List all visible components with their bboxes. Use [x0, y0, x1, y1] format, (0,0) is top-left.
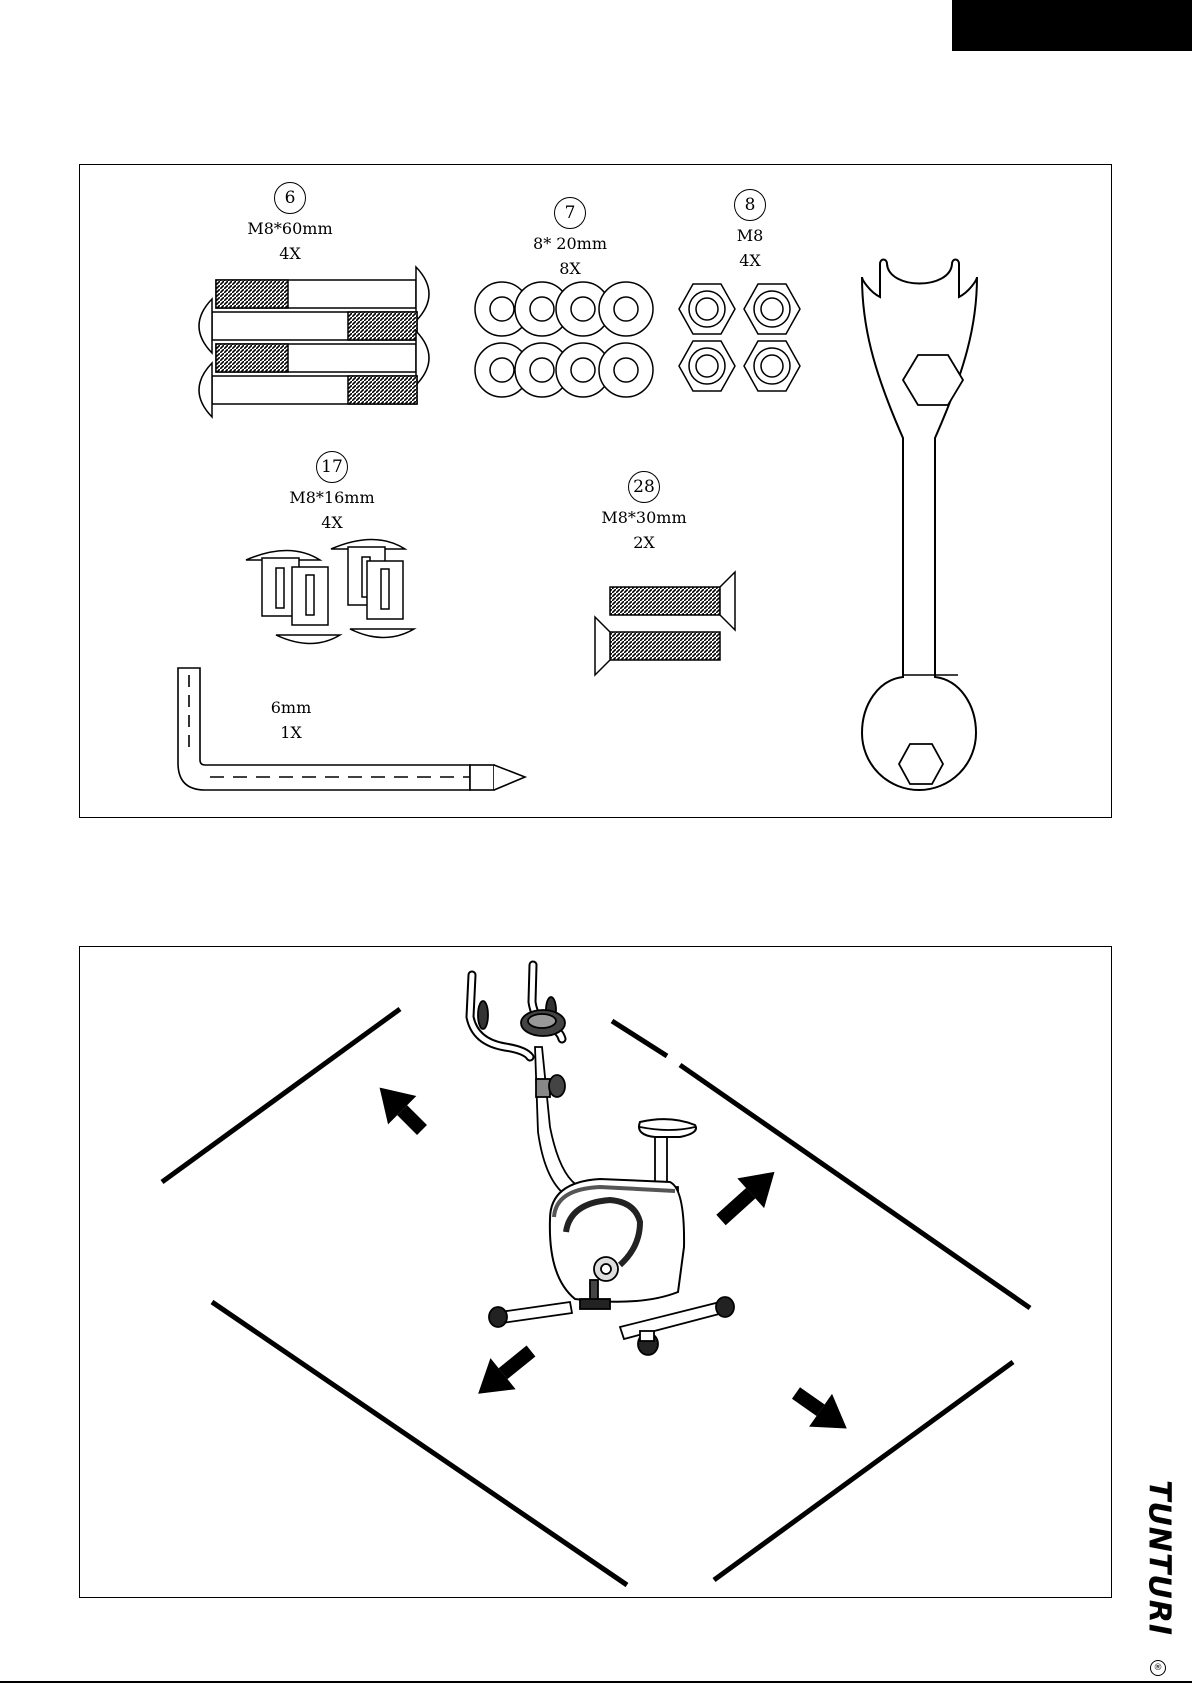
part-6-qty: 4X: [240, 241, 340, 266]
allen-key-qty: 1X: [251, 720, 331, 745]
part-8-label: 8 M8 4X: [700, 189, 800, 273]
hardware-parts-panel: 6 M8*60mm 4X 7 8* 20mm 8X 8 M8 4X 17 M8*…: [79, 164, 1112, 818]
part-8-qty: 4X: [700, 248, 800, 273]
part-7-label: 7 8* 20mm 8X: [520, 197, 620, 281]
arrow-down-left: [466, 1335, 544, 1409]
part-28-size: M8*30mm: [594, 505, 694, 530]
exercise-bike-illustration: [470, 965, 734, 1355]
part-6-label: 6 M8*60mm 4X: [240, 182, 340, 266]
part-28-qty: 2X: [594, 530, 694, 555]
allen-key-label: 6mm 1X: [251, 695, 331, 745]
space-requirement-panel: [79, 946, 1112, 1598]
wrench-tool: [862, 260, 977, 791]
bolt-6-group: [199, 267, 429, 417]
part-6-number: 6: [274, 182, 306, 214]
part-28-number: 28: [628, 471, 660, 503]
part-7-qty: 8X: [520, 256, 620, 281]
part-17-label: 17 M8*16mm 4X: [282, 451, 382, 535]
part-6-size: M8*60mm: [240, 216, 340, 241]
part-8-number: 8: [734, 189, 766, 221]
part-7-number: 7: [554, 197, 586, 229]
arrow-down-right: [785, 1377, 859, 1445]
part-28-label: 28 M8*30mm 2X: [594, 471, 694, 555]
arrow-up-left: [365, 1073, 436, 1144]
part-17-size: M8*16mm: [282, 485, 382, 510]
brand-name: TUNTURI: [1142, 1480, 1177, 1636]
space-diagram: [80, 947, 1113, 1599]
part-7-size: 8* 20mm: [520, 231, 620, 256]
part-17-qty: 4X: [282, 510, 382, 535]
allen-key-size: 6mm: [251, 695, 331, 720]
washer-7-group: [475, 282, 653, 397]
arrow-up-right: [708, 1157, 788, 1235]
registered-mark: ®: [1150, 1660, 1166, 1676]
part-8-size: M8: [700, 223, 800, 248]
nut-8-group: [679, 284, 800, 391]
screw-28-group: [595, 572, 735, 675]
part-17-number: 17: [316, 451, 348, 483]
screw-17-group: [246, 540, 414, 644]
tunturi-logo: TUNTURI: [1142, 1458, 1176, 1658]
allen-key-tool: [178, 668, 525, 790]
footer-rule: [0, 1681, 1192, 1683]
page-header-tab: [952, 0, 1192, 51]
